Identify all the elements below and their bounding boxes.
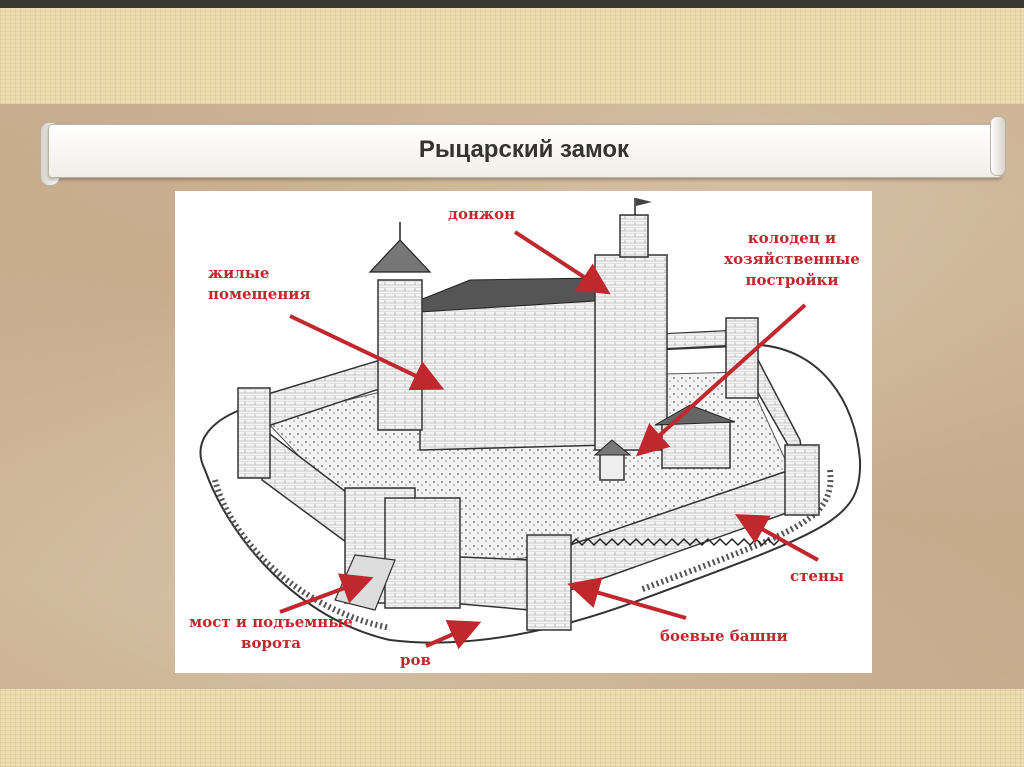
label-walls: стены bbox=[790, 566, 844, 587]
tower-left bbox=[238, 388, 270, 478]
label-bridge-and-gate: мост и подъемные ворота bbox=[176, 612, 366, 654]
label-donjon: донжон bbox=[448, 204, 515, 225]
well bbox=[600, 452, 624, 480]
residence-building bbox=[420, 300, 610, 450]
label-battle-towers: боевые башни bbox=[660, 626, 788, 647]
label-moat: ров bbox=[400, 650, 431, 671]
label-living-quarters: жилые помещения bbox=[208, 263, 311, 305]
round-tower-roof bbox=[370, 240, 430, 272]
tower-front bbox=[527, 535, 571, 630]
donjon-tower bbox=[595, 255, 667, 450]
label-well-and-outbuildings: колодец и хозяйственные постройки bbox=[712, 228, 872, 291]
tower-back-right bbox=[726, 318, 758, 398]
round-tower bbox=[378, 280, 422, 430]
donjon-top bbox=[620, 215, 648, 257]
gatehouse-tower bbox=[385, 498, 460, 608]
outbuilding bbox=[662, 422, 730, 468]
tower-right bbox=[785, 445, 819, 515]
